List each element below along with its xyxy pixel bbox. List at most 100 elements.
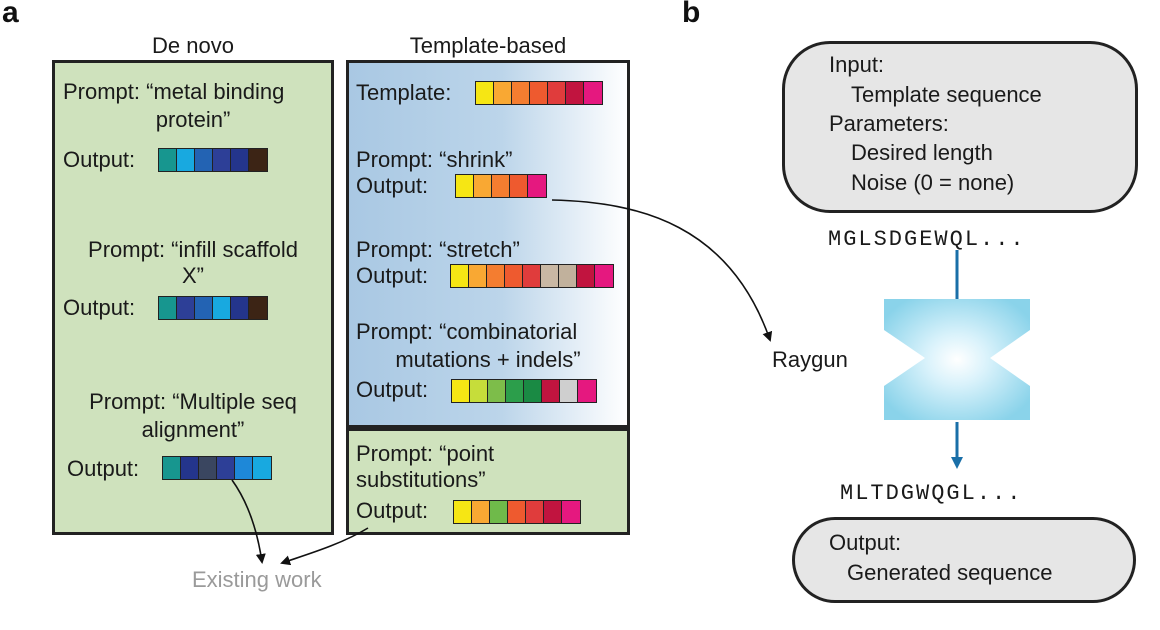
output-title: Output: [829,530,902,555]
sequence-cell [213,149,231,171]
sequence-cell [544,501,562,523]
de-novo-output-3-label: Output: [67,456,140,481]
raygun-label: Raygun [772,347,848,372]
de-novo-output-1-sequence [158,148,268,172]
raygun-model-shape [884,299,1030,420]
stretch-prompt: Prompt: “stretch” [356,237,520,262]
template-based-heading: Template-based [409,33,567,58]
input-noise: Noise (0 = none) [851,170,1015,195]
input-box: Input: Template sequence Parameters: Des… [782,41,1138,213]
input-desired-length: Desired length [851,140,993,165]
sequence-cell [195,297,213,319]
sequence-cell [454,501,472,523]
template-label: Template: [356,80,452,105]
sequence-cell [472,501,490,523]
sequence-cell [159,149,177,171]
sequence-cell [451,265,469,287]
existing-work-label: Existing work [192,567,322,592]
point-output-label: Output: [356,498,429,523]
sequence-cell [526,501,544,523]
sequence-cell [542,380,560,402]
input-title: Input: [829,52,885,77]
sequence-cell [508,501,526,523]
sequence-cell [505,265,523,287]
sequence-cell [488,380,506,402]
point-to-existing-arrow [280,527,369,566]
sequence-cell [528,175,546,197]
de-novo-prompt-1-line-1: Prompt: “metal binding [63,79,285,104]
sequence-cell [524,380,542,402]
stretch-output-sequence [450,264,614,288]
template-based-panel: Template: Prompt: “shrink” Output: Promp… [346,60,630,428]
sequence-cell [595,265,613,287]
sequence-cell [512,82,530,104]
point-output-sequence [453,500,581,524]
point-prompt-line-1: Prompt: “point [356,441,495,466]
combinatorial-prompt-line-1: Prompt: “combinatorial [356,319,578,344]
de-novo-prompt-2-line-1: Prompt: “infill scaffold [88,237,298,262]
de-novo-panel: Prompt: “metal binding protein” Output: … [52,60,334,535]
sequence-cell [253,457,271,479]
sequence-cell [541,265,559,287]
sequence-cell [523,265,541,287]
combinatorial-prompt-line-2: mutations + indels” [395,347,581,372]
sequence-cell [249,149,267,171]
panel-b-letter: b [682,0,701,29]
de-novo-prompt-2-line-2: X” [182,263,204,288]
panel-a-letter: a [2,0,19,29]
sequence-cell [452,380,470,402]
de-novo-output-3-sequence [162,456,272,480]
template-sequence [475,81,603,105]
combinatorial-output-sequence [451,379,597,403]
sequence-cell [578,380,596,402]
sequence-cell [494,82,512,104]
de-novo-prompt-3-line-1: Prompt: “Multiple seq [89,389,297,414]
point-substitutions-panel: Prompt: “point substitutions” Output: [346,428,630,535]
de-novo-heading: De novo [152,33,234,58]
de-novo-output-2-label: Output: [63,295,136,320]
sequence-cell [476,82,494,104]
sequence-cell [560,380,578,402]
output-generated-sequence: Generated sequence [847,560,1053,585]
point-prompt-line-2: substitutions” [356,467,486,492]
sequence-cell [177,149,195,171]
sequence-cell [249,297,267,319]
output-box: Output: Generated sequence [792,517,1136,603]
combinatorial-output-label: Output: [356,377,429,402]
sequence-cell [506,380,524,402]
shrink-to-raygun-arrow [551,199,773,342]
sequence-cell [492,175,510,197]
input-parameters: Parameters: [829,111,949,136]
shrink-prompt: Prompt: “shrink” [356,147,513,172]
sequence-cell [181,457,199,479]
sequence-cell [231,297,249,319]
sequence-cell [490,501,508,523]
sequence-cell [199,457,217,479]
sequence-cell [235,457,253,479]
sequence-cell [163,457,181,479]
sequence-cell [456,175,474,197]
sequence-cell [559,265,577,287]
sequence-cell [487,265,505,287]
de-novo-output-1-label: Output: [63,147,136,172]
sequence-cell [562,501,580,523]
input-template-sequence: Template sequence [851,82,1042,107]
stretch-output-label: Output: [356,263,429,288]
sequence-cell [474,175,492,197]
de-novo-prompt-3-line-2: alignment” [141,417,245,442]
sequence-cell [566,82,584,104]
sequence-cell [470,380,488,402]
sequence-cell [530,82,548,104]
input-amino-acid-sequence: MGLSDGEWQL... [828,227,1026,252]
output-amino-acid-sequence: MLTDGWQGL... [840,481,1023,506]
sequence-cell [577,265,595,287]
sequence-cell [159,297,177,319]
shrink-output-label: Output: [356,173,429,198]
sequence-cell [231,149,249,171]
sequence-cell [217,457,235,479]
sequence-cell [177,297,195,319]
sequence-cell [584,82,602,104]
sequence-cell [469,265,487,287]
sequence-cell [195,149,213,171]
sequence-cell [510,175,528,197]
